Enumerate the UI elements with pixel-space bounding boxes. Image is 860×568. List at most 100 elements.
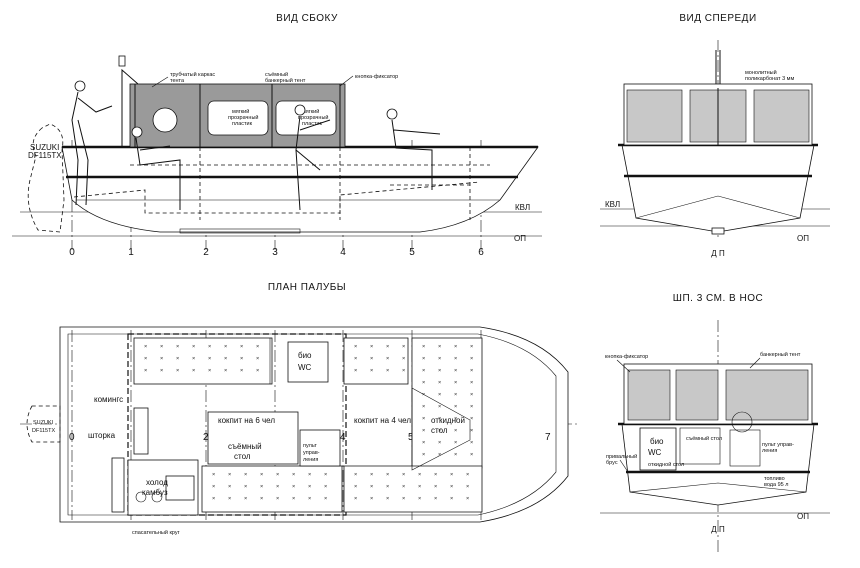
cushion-hatch-mark: × bbox=[324, 496, 327, 502]
cushion-hatch-mark: × bbox=[292, 484, 295, 490]
cushion-hatch-mark: × bbox=[370, 356, 373, 362]
svg-text:брус: брус bbox=[606, 460, 618, 466]
side-mast bbox=[121, 68, 139, 147]
cushion-hatch-mark: × bbox=[256, 368, 259, 374]
plan-view-title: ПЛАН ПАЛУБЫ bbox=[268, 282, 346, 293]
svg-text:2: 2 bbox=[203, 432, 209, 443]
side-view: КВЛ ОП 0 1 2 3 4 5 6 bbox=[12, 55, 542, 258]
cushion-hatch-mark: × bbox=[370, 368, 373, 374]
cushion-hatch-mark: × bbox=[470, 428, 473, 434]
cushion-hatch-mark: × bbox=[470, 440, 473, 446]
front-view: КВЛ ОП Д П монолитный поликарбонат 3 мм bbox=[600, 40, 830, 258]
cushion-hatch-mark: × bbox=[386, 356, 389, 362]
cushion-hatch-mark: × bbox=[402, 484, 405, 490]
svg-text:0: 0 bbox=[69, 432, 75, 443]
cushion-hatch-mark: × bbox=[208, 368, 211, 374]
side-engine-brand: SUZUKI bbox=[30, 143, 59, 152]
cushion-hatch-mark: × bbox=[470, 344, 473, 350]
front-hull bbox=[621, 144, 815, 233]
cushion-hatch-mark: × bbox=[454, 356, 457, 362]
svg-text:WC: WC bbox=[298, 363, 312, 372]
side-window-1 bbox=[207, 100, 269, 136]
cushion-hatch-mark: × bbox=[324, 484, 327, 490]
plan-cockpit6-label: кокпит на 6 чел bbox=[218, 416, 275, 425]
cushion-hatch-mark: × bbox=[438, 452, 441, 458]
side-person-standing bbox=[71, 80, 113, 206]
cushion-hatch-mark: × bbox=[454, 452, 457, 458]
cushion-hatch-mark: × bbox=[192, 344, 195, 350]
section-wc bbox=[639, 427, 677, 471]
cushion-hatch-mark: × bbox=[386, 472, 389, 478]
side-frame-label: трубчатый каркас bbox=[170, 71, 215, 78]
cushion-hatch-mark: × bbox=[438, 416, 441, 422]
side-person-seated-3 bbox=[386, 108, 441, 190]
svg-text:4: 4 bbox=[340, 432, 346, 443]
cushion-hatch-mark: × bbox=[386, 484, 389, 490]
cushion-hatch-mark: × bbox=[438, 440, 441, 446]
cushion-hatch-mark: × bbox=[450, 496, 453, 502]
cushion-hatch-mark: × bbox=[228, 496, 231, 502]
svg-text:био: био bbox=[298, 351, 312, 360]
cushion-hatch-mark: × bbox=[160, 356, 163, 362]
plan-tent-outline bbox=[127, 333, 347, 516]
plan-console bbox=[299, 429, 341, 467]
front-view-title: ВИД СПЕРЕДИ bbox=[679, 13, 756, 24]
section-view: ОП Д П био WC съёмный стол откидной стол… bbox=[600, 320, 830, 555]
svg-text:WC: WC bbox=[648, 448, 662, 457]
cushion-hatch-mark: × bbox=[470, 368, 473, 374]
side-station-numbers: 0 1 2 3 4 5 6 bbox=[69, 247, 484, 258]
svg-text:управ-: управ- bbox=[303, 450, 320, 456]
cushion-hatch-mark: × bbox=[450, 484, 453, 490]
cushion-hatch-mark: × bbox=[308, 484, 311, 490]
side-person-seated-1 bbox=[131, 126, 181, 210]
cushion-hatch-mark: × bbox=[418, 496, 421, 502]
cushion-hatch-mark: × bbox=[308, 496, 311, 502]
cushion-hatch-mark: × bbox=[466, 484, 469, 490]
svg-text:пульт управ-: пульт управ- bbox=[762, 442, 794, 448]
svg-text:DF115TX: DF115TX bbox=[32, 428, 55, 434]
plan-wc bbox=[287, 341, 329, 383]
svg-text:6: 6 bbox=[478, 247, 484, 258]
svg-text:пульт: пульт bbox=[303, 443, 317, 449]
cushion-hatch-mark: × bbox=[386, 344, 389, 350]
svg-text:SUZUKI: SUZUKI bbox=[33, 420, 54, 426]
cushion-hatch-mark: × bbox=[208, 356, 211, 362]
cushion-hatch-mark: × bbox=[470, 392, 473, 398]
svg-text:тента: тента bbox=[170, 78, 185, 84]
cushion-hatch-mark: × bbox=[240, 356, 243, 362]
svg-text:3: 3 bbox=[272, 247, 278, 258]
side-view-title: ВИД СБОКУ bbox=[276, 13, 338, 24]
svg-text:стол: стол bbox=[234, 452, 251, 461]
cushion-hatch-mark: × bbox=[240, 344, 243, 350]
cushion-hatch-mark: × bbox=[422, 356, 425, 362]
cushion-hatch-mark: × bbox=[470, 356, 473, 362]
cushion-hatch-mark: × bbox=[402, 356, 405, 362]
plan-cockpit4-label: кокпит на 4 чел bbox=[354, 416, 411, 425]
cushion-hatch-mark: × bbox=[176, 368, 179, 374]
cushion-hatch-mark: × bbox=[438, 404, 441, 410]
cushion-hatch-mark: × bbox=[370, 484, 373, 490]
cushion-hatch-mark: × bbox=[228, 472, 231, 478]
cushion-hatch-mark: × bbox=[176, 344, 179, 350]
cushion-hatch-mark: × bbox=[466, 496, 469, 502]
svg-text:прозрачный: прозрачный bbox=[228, 114, 258, 121]
cushion-hatch-mark: × bbox=[470, 416, 473, 422]
cushion-hatch-mark: × bbox=[386, 496, 389, 502]
cushion-hatch-mark: × bbox=[470, 380, 473, 386]
side-porthole bbox=[152, 107, 178, 133]
cushion-hatch-mark: × bbox=[370, 496, 373, 502]
cushion-hatch-mark: × bbox=[212, 496, 215, 502]
svg-text:съёмный: съёмный bbox=[228, 442, 262, 451]
cushion-hatch-mark: × bbox=[224, 356, 227, 362]
svg-text:1: 1 bbox=[128, 247, 134, 258]
plan-coaming-label: комингс bbox=[94, 395, 123, 404]
side-engine-model: DF115TX bbox=[28, 151, 62, 160]
cushion-hatch-mark: × bbox=[160, 344, 163, 350]
front-op-label: ОП bbox=[797, 234, 809, 243]
svg-text:откидной стол: откидной стол bbox=[648, 461, 684, 468]
cushion-hatch-mark: × bbox=[422, 404, 425, 410]
cushion-hatch-mark: × bbox=[422, 440, 425, 446]
cushion-hatch-mark: × bbox=[370, 472, 373, 478]
side-op-label: ОП bbox=[514, 234, 526, 243]
cushion-hatch-mark: × bbox=[454, 404, 457, 410]
